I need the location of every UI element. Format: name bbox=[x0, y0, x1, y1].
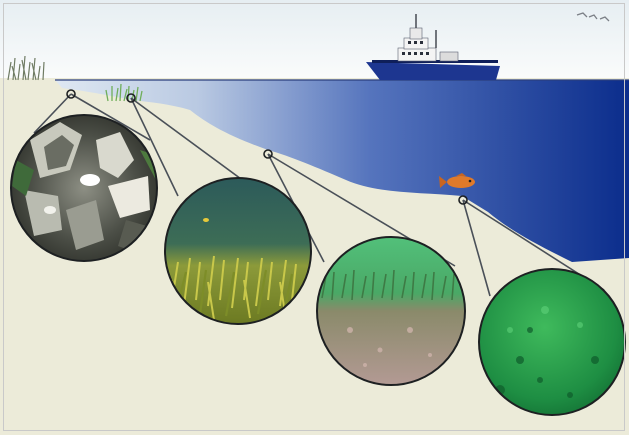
connector-oyster-right bbox=[70, 93, 151, 141]
deep-seafloor-photo bbox=[478, 268, 626, 416]
lens-rim bbox=[478, 268, 626, 416]
sky bbox=[0, 0, 629, 82]
lens-rim bbox=[164, 177, 312, 325]
lens-rim bbox=[10, 114, 158, 262]
green-algae-sand-photo bbox=[316, 236, 466, 386]
pin-deep bbox=[458, 195, 468, 205]
seagrass-tuft-icon bbox=[105, 83, 143, 102]
marsh-grass-icon bbox=[7, 55, 45, 81]
connector-seagrass-left bbox=[130, 97, 179, 197]
pin-oyster bbox=[66, 89, 76, 99]
oyster-rock-photo bbox=[10, 114, 158, 262]
bird-icon bbox=[576, 12, 610, 22]
location-pins bbox=[66, 89, 468, 205]
seagrass-photo bbox=[164, 177, 312, 325]
pin-algae bbox=[263, 149, 273, 159]
connector-oyster-left bbox=[33, 93, 72, 134]
fish-icon bbox=[439, 173, 475, 188]
pin-seagrass bbox=[126, 93, 136, 103]
sea bbox=[55, 80, 629, 262]
connector-deep-left bbox=[462, 199, 491, 297]
lens-rim bbox=[316, 236, 466, 386]
ship-icon bbox=[366, 14, 500, 80]
